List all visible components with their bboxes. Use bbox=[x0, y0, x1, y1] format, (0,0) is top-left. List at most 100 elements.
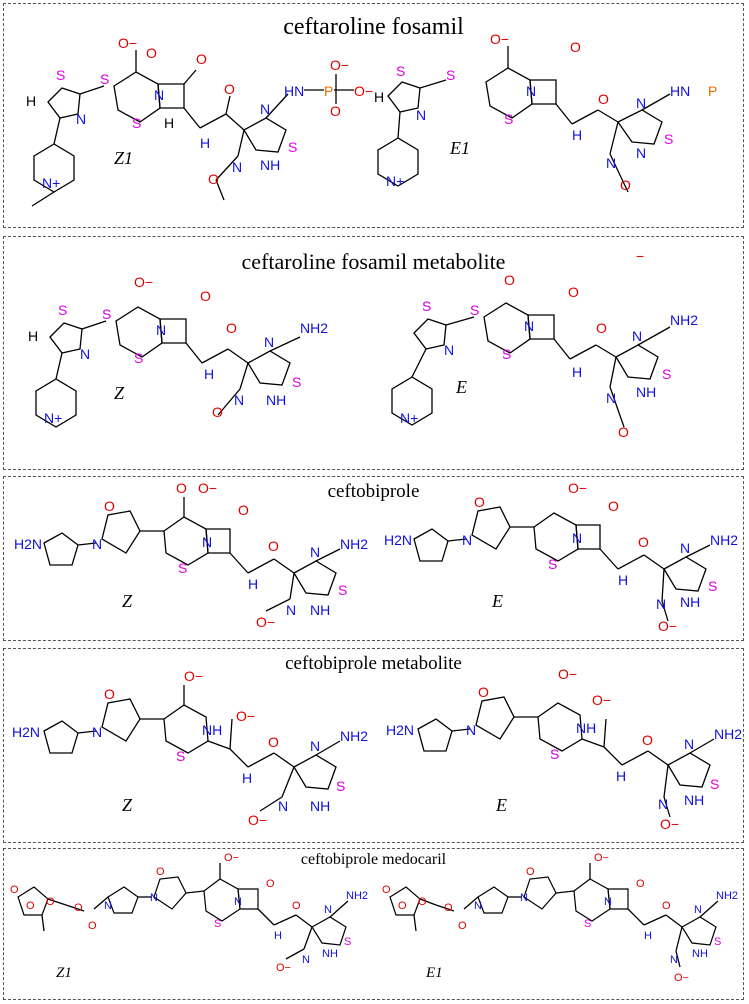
molecule-z: S H N N+ S S N O O− H O N O N S NH NH2 Z bbox=[28, 274, 328, 428]
atom-n: N bbox=[656, 596, 666, 612]
atom-o: O bbox=[330, 103, 341, 119]
structure-pair: S H N N+ S S H N O O− O H O N O N S NH H… bbox=[26, 31, 717, 207]
atom-s: S bbox=[336, 778, 345, 794]
atom-nh: NH bbox=[576, 720, 596, 736]
atom-n: N bbox=[302, 954, 310, 966]
isomer-label-right: E bbox=[491, 591, 503, 611]
atom-n: N bbox=[92, 536, 102, 552]
atom-n: N bbox=[670, 954, 678, 966]
atom-o: O bbox=[46, 896, 55, 908]
atom-nh: H bbox=[644, 930, 652, 942]
atom-o: O bbox=[638, 534, 649, 550]
atom-o: O bbox=[618, 424, 629, 440]
molecule-e1: S H N N+ S S N O O− H O N O N S N HN P E… bbox=[374, 31, 717, 193]
atom-n: N bbox=[202, 534, 212, 550]
atom-nh: NH bbox=[636, 384, 656, 400]
atom-nh2: NH2 bbox=[340, 728, 368, 744]
atom-s: S bbox=[134, 350, 143, 366]
atom-o: O bbox=[104, 686, 115, 702]
atom-s: S bbox=[502, 346, 511, 362]
atom-o-minus: O− bbox=[490, 31, 509, 47]
atom-n: N bbox=[606, 390, 616, 406]
atom-o-minus: O− bbox=[330, 57, 349, 73]
molecule-e: H2N N O S N O O− H O N O− N S NH NH2 E bbox=[384, 480, 738, 634]
isomer-label-left: Z bbox=[122, 591, 133, 611]
atom-o: O bbox=[662, 900, 671, 912]
atom-n: N bbox=[526, 83, 536, 99]
atom-n: N bbox=[684, 736, 694, 752]
atom-o: O bbox=[398, 900, 407, 912]
atom-o: O bbox=[268, 734, 279, 750]
atom-o: O bbox=[10, 884, 19, 896]
atom-o: O bbox=[478, 684, 489, 700]
atom-o: O bbox=[176, 480, 187, 496]
panel-title: ceftobiprole metabolite bbox=[285, 653, 462, 674]
atom-o: O bbox=[146, 45, 157, 61]
atom-n: N bbox=[474, 900, 482, 912]
atom-n: N bbox=[232, 159, 242, 175]
atom-n: N bbox=[572, 530, 582, 546]
atom-nh: NH bbox=[322, 948, 338, 960]
atom-nh: H bbox=[572, 364, 582, 380]
atom-o-minus: O− bbox=[276, 962, 291, 974]
atom-n: N bbox=[632, 328, 642, 344]
atom-nh: NH bbox=[266, 392, 286, 408]
atom-n: N bbox=[76, 111, 86, 127]
atom-o: O bbox=[504, 272, 515, 288]
atom-n: N bbox=[234, 896, 242, 908]
atom-n: N bbox=[310, 544, 320, 560]
atom-o: O bbox=[226, 320, 237, 336]
isomer-label-left: Z1 bbox=[56, 965, 72, 981]
atom-n-plus: N+ bbox=[42, 175, 60, 191]
molecule-z1: S H N N+ S S H N O O− O H O N O N S NH H… bbox=[26, 35, 373, 207]
atom-s: S bbox=[662, 366, 671, 382]
atom-o-minus: O− bbox=[248, 812, 267, 828]
atom-o-minus: O− bbox=[568, 480, 587, 496]
atom-n: N bbox=[658, 796, 668, 812]
atom-n: N bbox=[324, 904, 332, 916]
atom-o-minus: O− bbox=[134, 274, 153, 290]
atom-s: S bbox=[288, 139, 297, 155]
atom-s: S bbox=[446, 67, 455, 83]
atom-o: O bbox=[292, 900, 301, 912]
atom-n: N bbox=[278, 798, 288, 814]
panel-ceftaroline-fosamil: ceftaroline fosamil S bbox=[3, 3, 744, 228]
atom-s: S bbox=[344, 936, 351, 948]
atom-o: O bbox=[212, 404, 223, 420]
atom-nh: NH bbox=[260, 157, 280, 173]
atom-o: O bbox=[596, 320, 607, 336]
atom-o-minus: O− bbox=[592, 692, 611, 708]
atom-o: O bbox=[620, 177, 631, 193]
molecule-e: S N N+ S S N O O H O N O N S NH NH2 − E bbox=[391, 248, 698, 440]
atom-o-minus: O− bbox=[184, 668, 203, 684]
panel-title: ceftaroline fosamil bbox=[283, 14, 464, 40]
atom-o-minus: O− bbox=[236, 708, 255, 724]
atom-o: O bbox=[196, 51, 207, 67]
atom-s: S bbox=[56, 67, 65, 83]
atom-nh2: NH2 bbox=[670, 312, 698, 328]
atom-nh: H bbox=[572, 127, 582, 143]
panel-title: ceftobiprole bbox=[327, 481, 420, 502]
atom-n: N bbox=[636, 145, 646, 161]
atom-h: H bbox=[374, 89, 384, 105]
isomer-label-right: E1 bbox=[449, 138, 470, 158]
atom-s: S bbox=[396, 63, 405, 79]
atom-s: S bbox=[214, 918, 221, 930]
atom-n: N bbox=[606, 155, 616, 171]
atom-s: S bbox=[132, 115, 141, 131]
atom-nh2: NH2 bbox=[714, 726, 742, 742]
atom-nh: H bbox=[204, 366, 214, 382]
atom-s: S bbox=[176, 748, 185, 764]
atom-n: N bbox=[444, 342, 454, 358]
atom-o: O bbox=[444, 902, 453, 914]
atom-h: H bbox=[26, 93, 36, 109]
isomer-label-right: E bbox=[455, 377, 467, 397]
atom-n: N bbox=[80, 346, 90, 362]
atom-o: O bbox=[26, 900, 35, 912]
atom-nh: H bbox=[274, 930, 282, 942]
atom-n: N bbox=[234, 392, 244, 408]
atom-o-minus: O− bbox=[256, 614, 275, 630]
atom-h2n-plus: H2N bbox=[12, 724, 40, 740]
structure-pair: O O O O O N N O S N O O− H O N O− N S NH… bbox=[10, 852, 738, 984]
atom-s: S bbox=[504, 111, 513, 127]
